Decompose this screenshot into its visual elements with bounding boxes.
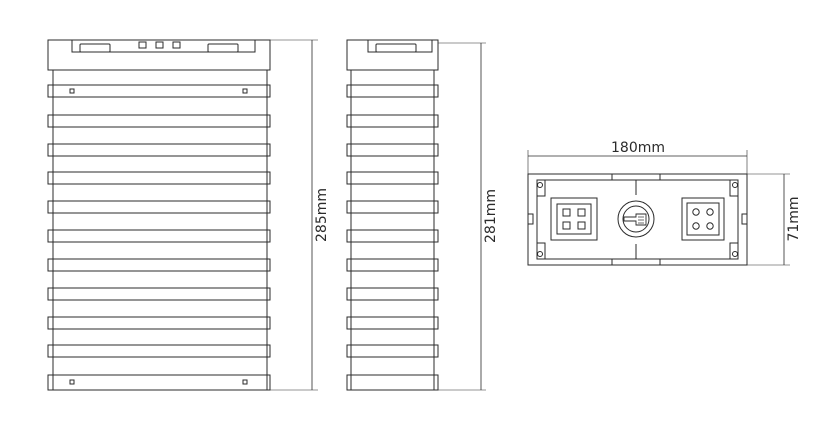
top-vent-symbol	[623, 213, 647, 226]
top-terminal-pin	[577, 221, 586, 230]
top-corner-bracket	[537, 180, 546, 197]
top-terminal-pin	[692, 208, 700, 216]
top-outer	[527, 173, 748, 266]
front-ribs	[47, 84, 271, 358]
top-view	[527, 150, 790, 266]
front-rib	[47, 258, 271, 272]
front-view	[47, 39, 318, 391]
top-terminal-pin	[577, 208, 586, 217]
front-rib	[47, 287, 271, 301]
top-width-label: 180mm	[611, 140, 665, 156]
front-terminal-right	[207, 43, 239, 53]
side-rib	[346, 316, 439, 330]
top-terminal-pin	[562, 221, 571, 230]
top-terminal-pin	[706, 222, 714, 230]
side-rib	[346, 171, 439, 185]
top-vent-outer	[617, 200, 655, 238]
side-terminal	[375, 43, 417, 53]
side-rib	[346, 344, 439, 358]
front-screw	[69, 88, 75, 94]
top-terminal-left	[550, 197, 598, 241]
top-depth-label: 71mm	[786, 196, 802, 241]
front-rib	[47, 316, 271, 330]
side-bottom-band	[346, 374, 439, 391]
front-rib	[47, 143, 271, 157]
top-corner-bracket	[537, 242, 546, 259]
top-vent-inner	[622, 205, 650, 233]
front-bottom-band	[47, 374, 271, 391]
side-cap-recess	[367, 40, 433, 53]
front-screw	[242, 88, 248, 94]
top-screw	[537, 182, 543, 188]
side-rib	[346, 143, 439, 157]
front-cap-recess	[71, 40, 256, 53]
top-screw	[537, 251, 543, 257]
side-rib	[346, 200, 439, 214]
top-terminal-right	[681, 197, 725, 241]
front-rib	[47, 114, 271, 128]
front-rib	[47, 171, 271, 185]
top-side-notch	[741, 213, 748, 225]
side-ribs	[346, 84, 439, 358]
top-terminal-left-inner	[556, 203, 592, 235]
top-corner-bracket	[729, 242, 738, 259]
front-vent-square	[138, 41, 147, 49]
top-inner	[536, 179, 739, 260]
front-rib	[47, 344, 271, 358]
top-terminal-right-inner	[686, 202, 720, 236]
side-rib	[346, 229, 439, 243]
front-screw	[69, 379, 75, 385]
side-rib	[346, 114, 439, 128]
side-view	[346, 39, 486, 391]
top-terminal-pin	[706, 208, 714, 216]
front-rib	[47, 200, 271, 214]
side-rib	[346, 258, 439, 272]
top-screw	[732, 251, 738, 257]
top-terminal-pin	[692, 222, 700, 230]
top-slot-top	[611, 173, 661, 181]
front-screw	[242, 379, 248, 385]
top-terminal-pin	[562, 208, 571, 217]
front-rib	[47, 229, 271, 243]
front-terminal-left	[79, 43, 111, 53]
front-height-label: 285mm	[314, 188, 330, 242]
top-screw	[732, 182, 738, 188]
side-rib	[346, 84, 439, 98]
top-side-notch	[527, 213, 534, 225]
front-vent-square	[172, 41, 181, 49]
front-vent-square	[155, 41, 164, 49]
top-slot-bottom	[611, 258, 661, 266]
top-corner-bracket	[729, 180, 738, 197]
front-rib	[47, 84, 271, 98]
side-height-label: 281mm	[483, 189, 499, 243]
side-rib	[346, 287, 439, 301]
